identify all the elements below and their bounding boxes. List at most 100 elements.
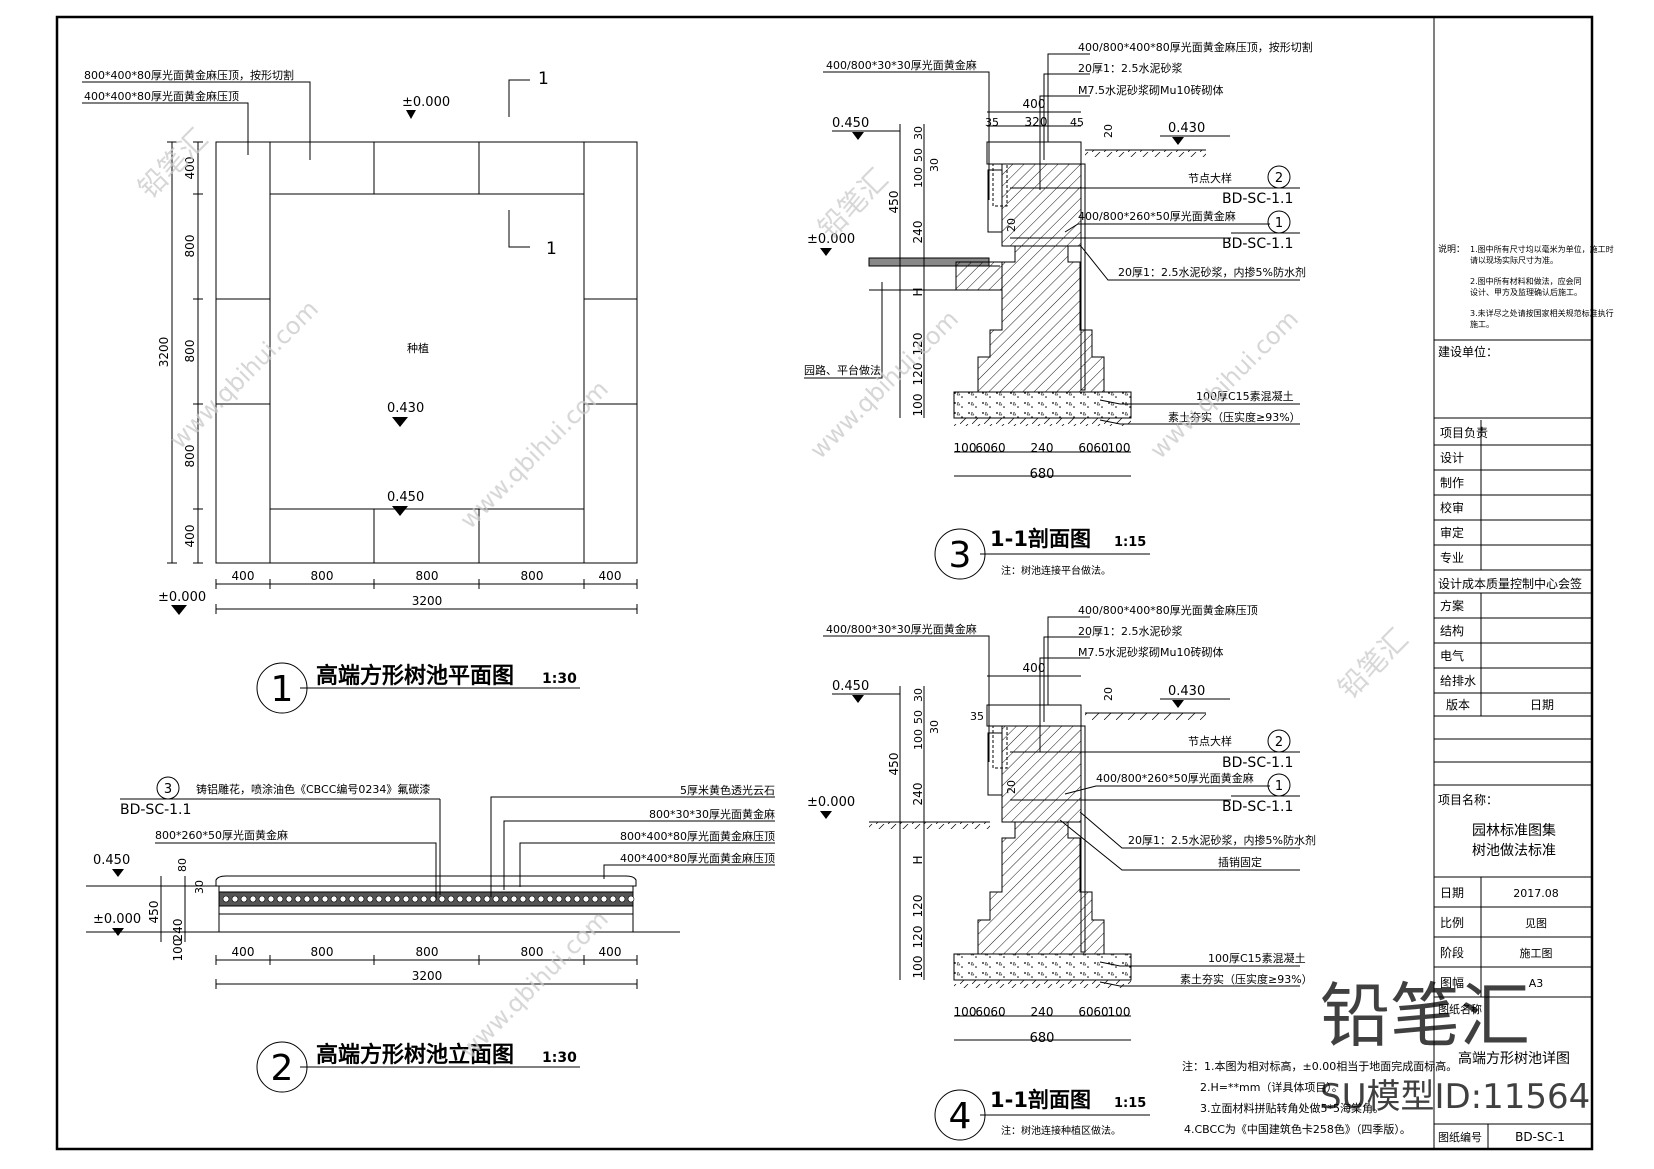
s4-leader-4: 400/800*260*50厚光面黄金麻 [1096,771,1254,785]
ornament-motif [231,895,239,903]
plan-dim-side-total: 3200 [157,337,171,368]
watermark-brand: 铅笔汇 [132,122,215,205]
ornament-motif [303,895,311,903]
tb-version-label: 版本 [1446,698,1470,712]
note-line-2: 2.H=**mm（详具体项目）。 [1200,1080,1343,1094]
s4-leader-anchor: 插销固定 [1218,855,1262,869]
plan-dim-bottom-1: 800 [311,569,334,583]
sheet-border [55,15,1594,1151]
s4-dim-b-2: 60 [990,1005,1005,1019]
s3-ref-bot-num: 1 [1275,216,1283,231]
s4-dim-b-0: 100 [954,1005,977,1019]
elev-level-top: 0.450 [93,853,130,868]
watermark-brand-3: 铅笔汇 [1332,622,1415,705]
ornament-motif [591,895,599,903]
section-mark-bottom: 1 [546,239,557,259]
s3-dim-v-3: 30 [928,158,941,172]
s4-leader-left: 400/800*30*30厚光面黄金麻 [826,622,977,636]
ornament-motif [375,895,383,903]
elev-title-number: 2 [271,1048,294,1089]
ornament-motif [384,895,392,903]
ornament-motif [501,895,509,903]
elev-dim-bottom-2: 800 [416,945,439,959]
ornament-motif [222,895,230,903]
s4-leader-6: 100厚C15素混凝土 [1208,951,1306,965]
ornament-motif [483,895,491,903]
s4-dim-v-1: 50 [912,710,925,724]
ornament-motif [582,895,590,903]
s3-dim-v-0: 30 [912,126,925,140]
s3-dim-b-1: 60 [975,441,990,455]
s3-dim-b-6: 100 [1108,441,1131,455]
s4-dim-v-3: 30 [928,720,941,734]
plan-elev-bottom: 0.450 [387,490,424,505]
s3-dim-b-3: 240 [1031,441,1054,455]
s3-dim-top-2: 320 [1025,115,1048,129]
s3-leader-path: 园路、平台做法 [804,363,881,377]
s4-dim-v-0: 30 [912,688,925,702]
tb-row-label: 专业 [1440,550,1464,565]
ornament-motif [510,895,518,903]
ornament-motif [411,895,419,903]
tb-info-value: 见图 [1525,917,1547,930]
tb-notes-label: 说明： [1438,243,1465,255]
elev-leader-d: 400*400*80厚光面黄金麻压顶 [620,851,775,865]
s4-dim-total: 680 [1030,1031,1055,1046]
ornament-motif [573,895,581,903]
ornament-motif [600,895,608,903]
ornament-motif [519,895,527,903]
s4-elev-base: ±0.000 [807,795,855,810]
s4-elev-left: 0.450 [832,679,869,694]
s4-title: 1-1剖面图 [990,1088,1091,1112]
tb-note-2b: 设计、甲方及监理确认后施工。 [1470,287,1582,297]
s3-leader-5: 20厚1：2.5水泥砂浆，内掺5%防水剂 [1118,265,1306,279]
s3-dim-b-5: 60 [1093,441,1108,455]
tb-drawing-no-label: 图纸编号 [1438,1130,1482,1144]
s4-dim-b-3: 240 [1031,1005,1054,1019]
s3-leader-1: 400/800*400*80厚光面黄金麻压顶，按形切割 [1078,40,1313,54]
s3-elev-right: 0.430 [1168,121,1205,136]
watermark-site: www.qbihui.com [164,295,323,454]
s4-dim-v-10: 100 [911,956,925,979]
tb-project-1: 园林标准图集 [1472,822,1556,839]
elev-dim-v-1: 30 [193,880,206,894]
plan-dim-side-0: 400 [183,157,197,180]
elev-leader-a: 5厚米黄色透光云石 [680,783,775,797]
s3-dim-v-5: 240 [911,221,925,244]
s3-dim-v-6: 20 [1005,218,1018,232]
s4-ref-top-num: 2 [1275,735,1283,750]
s3-node-label: 节点大样 [1188,171,1232,185]
watermark-site-3: www.qbihui.com [804,305,963,464]
s3-scale: 1:15 [1114,535,1146,550]
plan-dim-side-3: 800 [183,445,197,468]
ornament-motif [456,895,464,903]
s3-leader-4: 400/800*260*50厚光面黄金麻 [1078,209,1236,223]
s3-dim-v-8: 120 [911,333,925,356]
tb-client-label: 建设单位： [1438,344,1498,359]
ornament-motif [609,895,617,903]
s3-dim-v-10: 100 [911,394,925,417]
s3-dim-top-3: 45 [1070,116,1084,129]
plan-dim-bottom-3: 800 [521,569,544,583]
elev-dim-v-4: 100 [171,939,185,962]
tb-row-label: 校审 [1440,500,1464,515]
tb-row-label: 制作 [1440,476,1464,490]
tb-info-key: 比例 [1440,916,1464,930]
ornament-motif [438,895,446,903]
s4-dim-top-1: 35 [970,710,984,723]
tb-row-label: 给排水 [1440,674,1476,688]
s3-dim-v-9: 120 [911,363,925,386]
s3-leader-3: M7.5水泥砂浆砌Mu10砖砌体 [1078,83,1223,97]
ornament-motif [465,895,473,903]
s3-ref-top-num: 2 [1275,171,1283,186]
ornament-motif [321,895,329,903]
s3-elev-base: ±0.000 [807,232,855,247]
plan-dim-bottom-total: 3200 [412,594,443,608]
plan-title-number: 1 [271,669,294,710]
s4-dim-v-4: 450 [887,753,901,776]
tb-note-3: 3.未详尽之处请按国家相关规范标准执行 [1470,308,1614,318]
general-notes: 注：1.本图为相对标高，±0.00相当于地面完成面标高。 2.H=**mm（详具… [1182,1059,1457,1136]
s4-dim-top-2: 20 [1102,687,1115,701]
